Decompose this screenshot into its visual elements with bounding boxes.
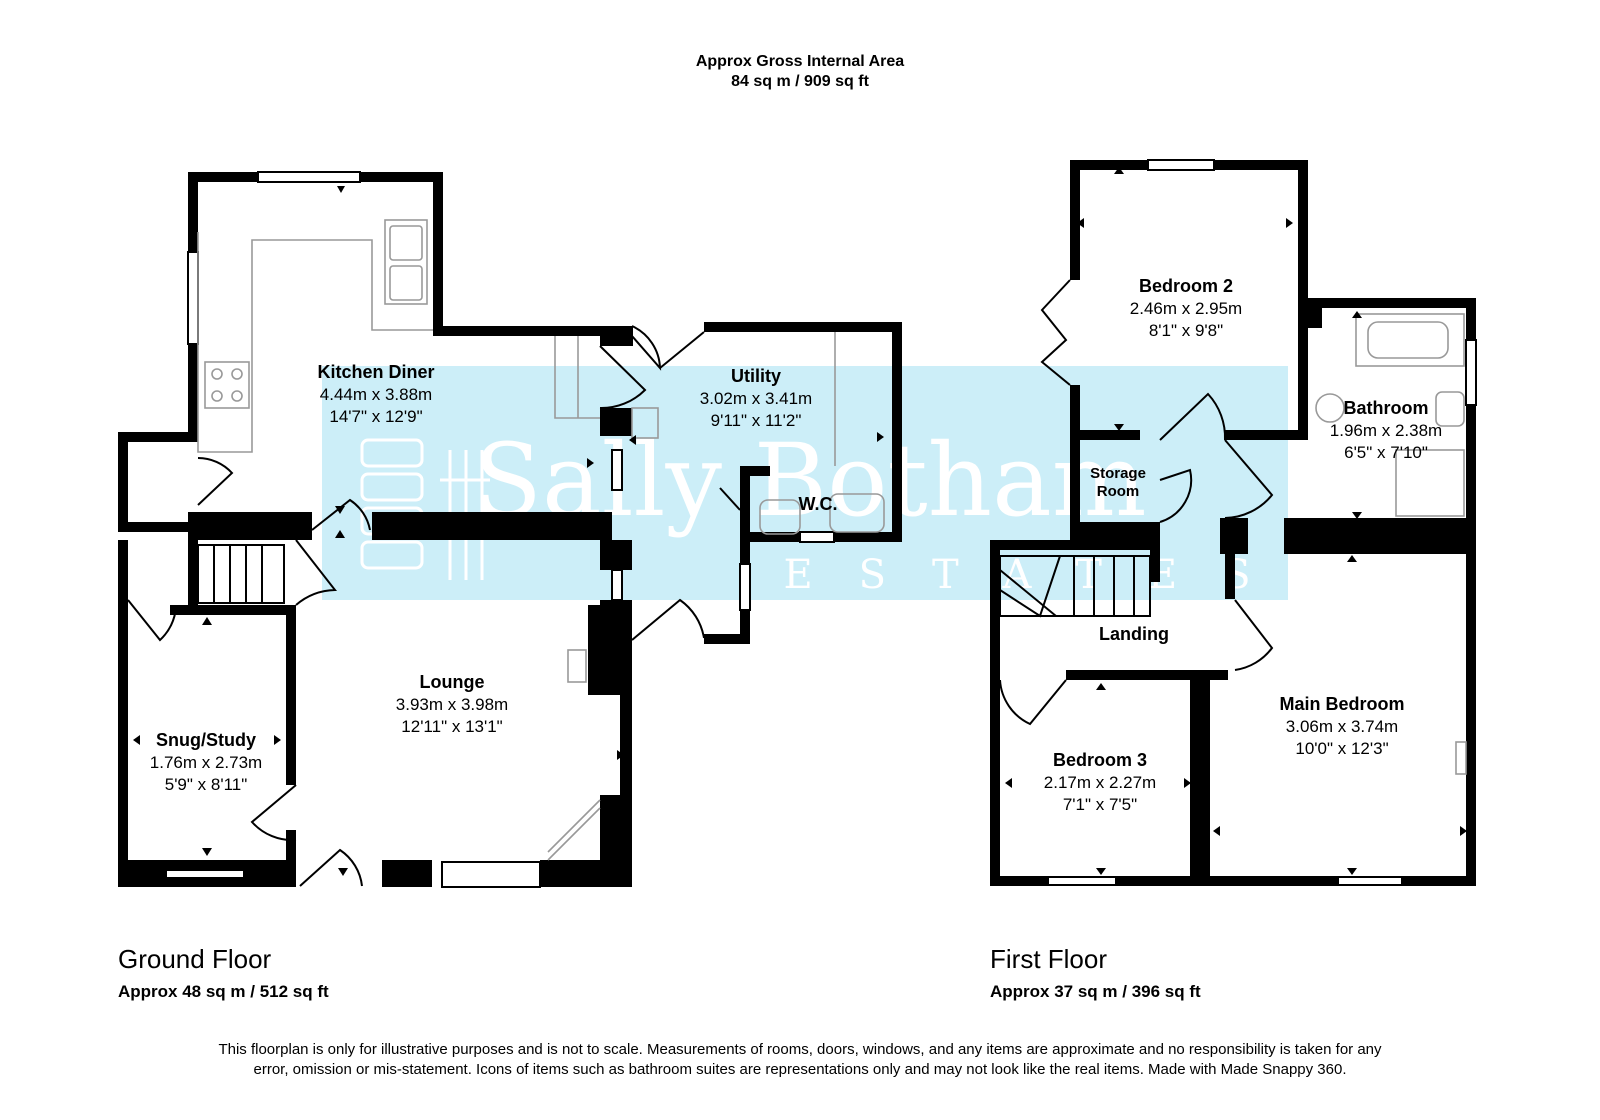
ground-floor-stairs xyxy=(197,544,285,604)
first-floor-stairs xyxy=(999,555,1151,618)
main-bedroom-metric: 3.06m x 3.74m xyxy=(1286,717,1398,736)
kitchen-diner-name: Kitchen Diner xyxy=(317,362,434,382)
ground-floor-fixtures xyxy=(197,219,885,861)
main-bedroom-imperial: 10'0" x 12'3" xyxy=(1295,739,1388,758)
main-bedroom-name: Main Bedroom xyxy=(1279,694,1404,714)
bedroom-3-imperial: 7'1" x 7'5" xyxy=(1063,795,1137,814)
snug-study-name: Snug/Study xyxy=(156,730,256,750)
lounge-imperial: 12'11" x 13'1" xyxy=(401,717,502,736)
utility-metric: 3.02m x 3.41m xyxy=(700,389,812,408)
first-floor-fixtures xyxy=(1315,313,1467,775)
bedroom-2-name: Bedroom 2 xyxy=(1139,276,1233,296)
storage-room-name-line2: Room xyxy=(1097,483,1140,500)
watermark-sub: ESTATES xyxy=(783,552,1296,598)
ground-floor-markers xyxy=(133,186,884,876)
bathroom-name: Bathroom xyxy=(1344,398,1429,418)
gross-area-value: 84 sq m / 909 sq ft xyxy=(731,73,869,90)
ground-floor-windows xyxy=(165,171,835,888)
bedroom-3-metric: 2.17m x 2.27m xyxy=(1044,773,1156,792)
ground-floor-plan: Kitchen Diner 4.44m x 3.88m 14'7" x 12'9… xyxy=(118,171,902,888)
snug-study-metric: 1.76m x 2.73m xyxy=(150,753,262,772)
utility-name: Utility xyxy=(731,366,781,386)
utility-imperial: 9'11" x 11'2" xyxy=(711,411,802,430)
first-floor-title: First Floor xyxy=(990,944,1107,974)
storage-room-name-line1: Storage xyxy=(1090,465,1146,482)
kitchen-diner-metric: 4.44m x 3.88m xyxy=(320,385,432,404)
lounge-name: Lounge xyxy=(420,672,485,692)
snug-study-imperial: 5'9" x 8'11" xyxy=(165,775,248,794)
first-floor-plan: Bedroom 2 2.46m x 2.95m 8'1" x 9'8" Bath… xyxy=(990,159,1477,886)
wc-name: W.C. xyxy=(799,494,838,514)
ground-floor-area: Approx 48 sq m / 512 sq ft xyxy=(118,982,329,1001)
first-floor-area: Approx 37 sq m / 396 sq ft xyxy=(990,982,1201,1001)
first-floor-markers xyxy=(1005,167,1467,875)
gross-area-header: Approx Gross Internal Area 84 sq m / 909… xyxy=(0,52,1600,92)
gross-area-label: Approx Gross Internal Area xyxy=(695,53,905,70)
bathroom-imperial: 6'5" x 7'10" xyxy=(1344,443,1428,462)
first-floor-windows xyxy=(1047,159,1477,886)
disclaimer-text: This floorplan is only for illustrative … xyxy=(218,1041,1382,1078)
kitchen-diner-imperial: 14'7" x 12'9" xyxy=(329,407,422,426)
bedroom-2-imperial: 8'1" x 9'8" xyxy=(1149,321,1223,340)
bedroom-3-name: Bedroom 3 xyxy=(1053,750,1147,770)
first-floor-doors xyxy=(999,279,1274,726)
ground-floor-title: Ground Floor xyxy=(118,944,272,974)
bathroom-metric: 1.96m x 2.38m xyxy=(1330,421,1442,440)
lounge-metric: 3.93m x 3.98m xyxy=(396,695,508,714)
ground-floor-doors xyxy=(127,325,741,887)
landing-name: Landing xyxy=(1099,624,1169,644)
bedroom-2-metric: 2.46m x 2.95m xyxy=(1130,299,1242,318)
